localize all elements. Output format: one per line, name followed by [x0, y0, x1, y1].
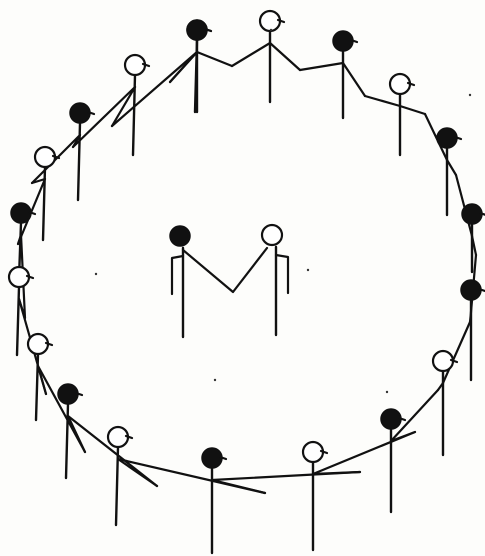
print-speck [386, 391, 388, 393]
dancer-body [78, 123, 80, 200]
dancer-head-filled [461, 280, 481, 300]
dancer-head-open [35, 147, 55, 167]
centre-pair-joined-arms [183, 248, 267, 292]
print-speck [469, 94, 471, 96]
dancer-body [66, 404, 68, 478]
print-speck [270, 29, 272, 31]
dancer-head-open [108, 427, 128, 447]
centre-dancer-free-arm [276, 255, 288, 293]
dancer-head-open [433, 351, 453, 371]
centre-dancer-head-filled [170, 226, 190, 246]
print-specks-layer [95, 29, 471, 393]
dancer-arm [197, 52, 232, 66]
dancer-arm [68, 416, 157, 486]
dancer-head-filled [462, 204, 482, 224]
dancer-head-open [28, 334, 48, 354]
dancer-head-open [9, 267, 29, 287]
print-speck [307, 269, 309, 271]
dancer-body [133, 75, 135, 155]
dancer-head-filled [70, 103, 90, 123]
centre-dancer-free-arm [172, 256, 183, 294]
dancer-head-filled [11, 203, 31, 223]
dancer-arm [270, 43, 300, 70]
dancer-arm [118, 459, 265, 493]
dancer-head-open [260, 11, 280, 31]
dancer-arm [232, 43, 270, 66]
dancer-arm [447, 160, 456, 175]
dancer-arm [343, 63, 365, 96]
dancer-arm [365, 96, 400, 106]
dancer-body [36, 354, 38, 420]
dancer-head-filled [202, 448, 222, 468]
dancer-head-filled [187, 20, 207, 40]
dancer-arm [313, 432, 415, 474]
print-speck [95, 273, 97, 275]
dancer-head-filled [333, 31, 353, 51]
dancer-arm [38, 366, 85, 452]
print-speck [214, 379, 216, 381]
heads-layer [9, 11, 485, 468]
dancer-arm [212, 472, 360, 480]
dancer-body [17, 287, 19, 355]
dancer-head-open [125, 55, 145, 75]
centre-dancer-head-open [262, 225, 282, 245]
dancer-head-open [303, 442, 323, 462]
dancer-body [116, 447, 118, 525]
dancer-body [43, 167, 45, 240]
dancer-arm [300, 63, 343, 70]
dancer-arm [400, 106, 425, 114]
dancer-head-filled [437, 128, 457, 148]
dancer-head-filled [381, 409, 401, 429]
dancer-head-open [390, 74, 410, 94]
dancer-head-filled [58, 384, 78, 404]
